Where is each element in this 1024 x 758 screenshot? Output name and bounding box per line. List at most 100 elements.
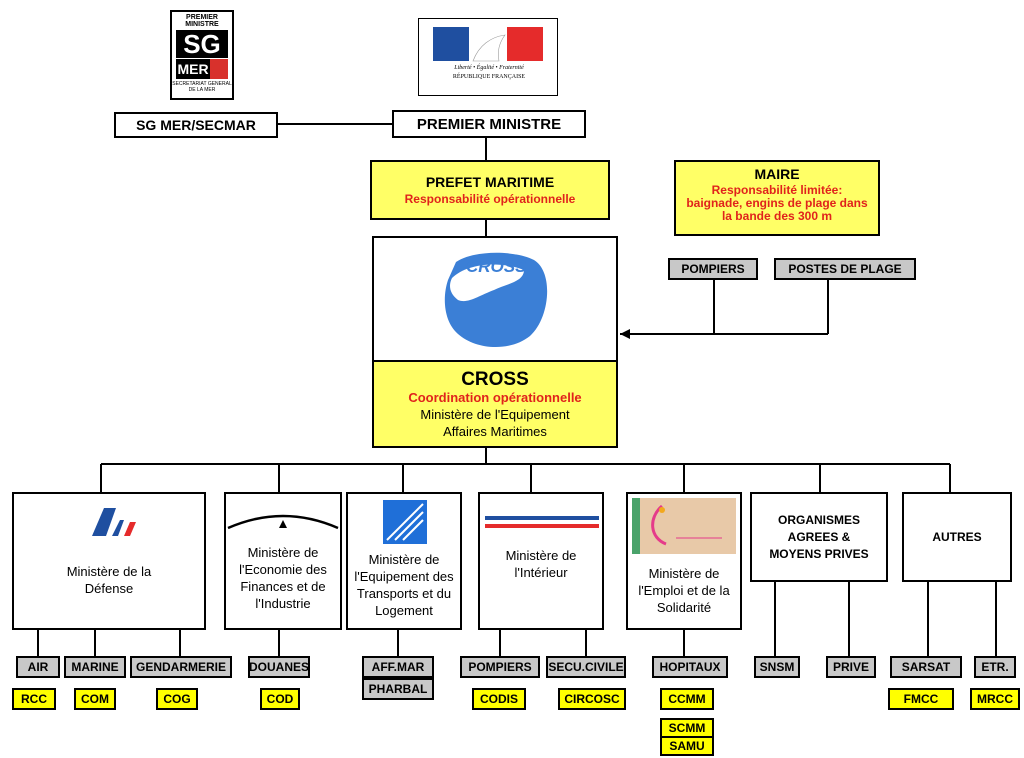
mrcc-label: MRCC: [977, 692, 1013, 706]
cod-label: COD: [266, 692, 294, 706]
prefet-maritime-subtitle: Responsabilité opérationnelle: [404, 192, 576, 206]
ministere-defense-label: Ministère de la Défense: [66, 564, 152, 596]
gendarmerie-box: GENDARMERIE: [130, 656, 232, 678]
scmm-tag: SCMM: [660, 718, 714, 738]
cross-subtitle: Coordination opérationnelle: [408, 389, 582, 405]
ministere-economie-box: Ministère de l'Economie des Finances et …: [224, 492, 342, 630]
hopitaux-label: HOPITAUX: [659, 660, 721, 674]
prive-box: PRIVE: [826, 656, 876, 678]
postes-de-plage-label: POSTES DE PLAGE: [788, 262, 902, 276]
emploi-logo-icon: [632, 498, 736, 554]
interieur-flag-icon: [485, 516, 599, 528]
ministere-interieur-label: Ministère de l'Intérieur: [505, 548, 577, 580]
samu-tag: SAMU: [660, 736, 714, 756]
cross-title: CROSS: [461, 368, 529, 390]
rf-motto: Liberté • Égalité • Fraternité: [454, 65, 524, 71]
sg-logo-top-text: PREMIER MINISTRE: [185, 14, 219, 28]
ministere-defense-box: Ministère de la Défense: [12, 492, 206, 630]
circosc-label: CIRCOSC: [564, 692, 620, 706]
cog-tag: COG: [156, 688, 198, 710]
ministere-equipement-label: Ministère de l'Equipement des Transports…: [354, 552, 454, 618]
organismes-agrees-box: ORGANISMES AGREES & MOYENS PRIVES: [750, 492, 888, 582]
organismes-agrees-label: ORGANISMES AGREES & MOYENS PRIVES: [769, 512, 869, 561]
rcc-label: RCC: [21, 692, 47, 706]
equipement-logo-icon: [383, 500, 427, 544]
hopitaux-box: HOPITAUX: [652, 656, 728, 678]
mrcc-tag: MRCC: [970, 688, 1020, 710]
com-label: COM: [81, 692, 109, 706]
sg-logo-red-square: [210, 59, 228, 79]
marine-label: MARINE: [71, 660, 119, 674]
sg-mer-secmar-label: SG MER/SECMAR: [136, 117, 256, 133]
scmm-label: SCMM: [668, 721, 706, 735]
economie-logo-icon: [227, 514, 339, 530]
prefet-maritime-box: PREFET MARITIME Responsabilité opération…: [370, 160, 610, 220]
maire-pompiers-box: POMPIERS: [668, 258, 758, 280]
etr-box: ETR.: [974, 656, 1016, 678]
com-tag: COM: [74, 688, 116, 710]
ministere-interieur-box: Ministère de l'Intérieur: [478, 492, 604, 630]
sarsat-label: SARSAT: [901, 660, 951, 674]
douanes-box: DOUANES: [248, 656, 310, 678]
cross-line1: Ministère de l'Equipement: [420, 406, 570, 422]
douanes-label: DOUANES: [249, 660, 310, 674]
samu-label: SAMU: [669, 739, 705, 753]
circosc-tag: CIRCOSC: [558, 688, 626, 710]
air-box: AIR: [16, 656, 60, 678]
maire-pompiers-label: POMPIERS: [681, 262, 745, 276]
etr-label: ETR.: [981, 660, 1009, 674]
sg-logo-bottom-text: SECRETARIAT GENERAL DE LA MER: [172, 81, 232, 93]
pompiers-box: POMPIERS: [460, 656, 540, 678]
maire-box: MAIRE Responsabilité limitée: baignade, …: [674, 160, 880, 236]
cog-label: COG: [163, 692, 191, 706]
cross-logo-box: CROSS: [372, 236, 618, 362]
cross-box: CROSS Coordination opérationnelle Minist…: [372, 360, 618, 448]
sg-logo-sg-text: SG: [176, 30, 228, 58]
pompiers-label: POMPIERS: [468, 660, 532, 674]
ccmm-tag: CCMM: [660, 688, 714, 710]
pharbal-label: PHARBAL: [368, 682, 428, 696]
snsm-label: SNSM: [759, 660, 795, 674]
codis-label: CODIS: [479, 692, 518, 706]
gendarmerie-label: GENDARMERIE: [135, 660, 226, 674]
cross-logo-icon: CROSS: [444, 252, 548, 348]
maire-title: MAIRE: [754, 166, 800, 182]
sarsat-box: SARSAT: [890, 656, 962, 678]
ministere-equipement-box: Ministère de l'Equipement des Transports…: [346, 492, 462, 630]
postes-de-plage-box: POSTES DE PLAGE: [774, 258, 916, 280]
ministere-emploi-label: Ministère de l'Emploi et de la Solidarit…: [638, 565, 730, 615]
ccmm-label: CCMM: [668, 692, 706, 706]
premier-ministre-box: PREMIER MINISTRE: [392, 110, 586, 138]
cod-tag: COD: [260, 688, 300, 710]
codis-tag: CODIS: [472, 688, 526, 710]
cross-logo-text: CROSS: [466, 257, 527, 276]
sg-logo-mer-text: MER: [176, 59, 210, 79]
ministere-economie-label: Ministère de l'Economie des Finances et …: [239, 545, 327, 611]
marine-box: MARINE: [64, 656, 126, 678]
secu-civile-box: SECU.CIVILE: [546, 656, 626, 678]
maire-subtitle: Responsabilité limitée: baignade, engins…: [686, 183, 868, 223]
aff-mar-box: AFF.MAR: [362, 656, 434, 678]
prefet-maritime-title: PREFET MARITIME: [425, 174, 555, 190]
air-label: AIR: [27, 660, 49, 674]
marianne-icon: [433, 27, 543, 62]
defense-logo-icon: [92, 508, 136, 536]
prive-label: PRIVE: [832, 660, 869, 674]
autres-label: AUTRES: [932, 530, 982, 544]
sg-mer-logo: PREMIER MINISTRE SG MER SECRETARIAT GENE…: [170, 10, 234, 100]
premier-ministre-label: PREMIER MINISTRE: [416, 115, 562, 133]
autres-box: AUTRES: [902, 492, 1012, 582]
snsm-box: SNSM: [754, 656, 800, 678]
pharbal-box: PHARBAL: [362, 678, 434, 700]
ministere-emploi-box: Ministère de l'Emploi et de la Solidarit…: [626, 492, 742, 630]
secu-civile-label: SECU.CIVILE: [548, 660, 624, 674]
aff-mar-label: AFF.MAR: [371, 660, 425, 674]
sg-mer-secmar-box: SG MER/SECMAR: [114, 112, 278, 138]
rcc-tag: RCC: [12, 688, 56, 710]
rf-label: RÉPUBLIQUE FRANÇAISE: [452, 74, 526, 80]
republique-francaise-logo: Liberté • Égalité • Fraternité RÉPUBLIQU…: [418, 18, 558, 96]
fmcc-label: FMCC: [903, 692, 939, 706]
fmcc-tag: FMCC: [888, 688, 954, 710]
cross-line2: Affaires Maritimes: [443, 423, 547, 439]
